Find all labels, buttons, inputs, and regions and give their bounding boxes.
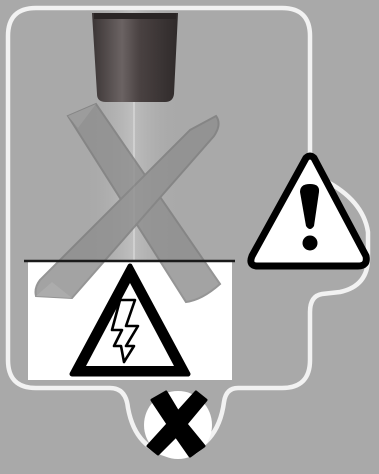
probe-cap <box>92 13 178 102</box>
probe-cap-rim <box>94 13 176 19</box>
close-x-icon <box>144 391 212 459</box>
